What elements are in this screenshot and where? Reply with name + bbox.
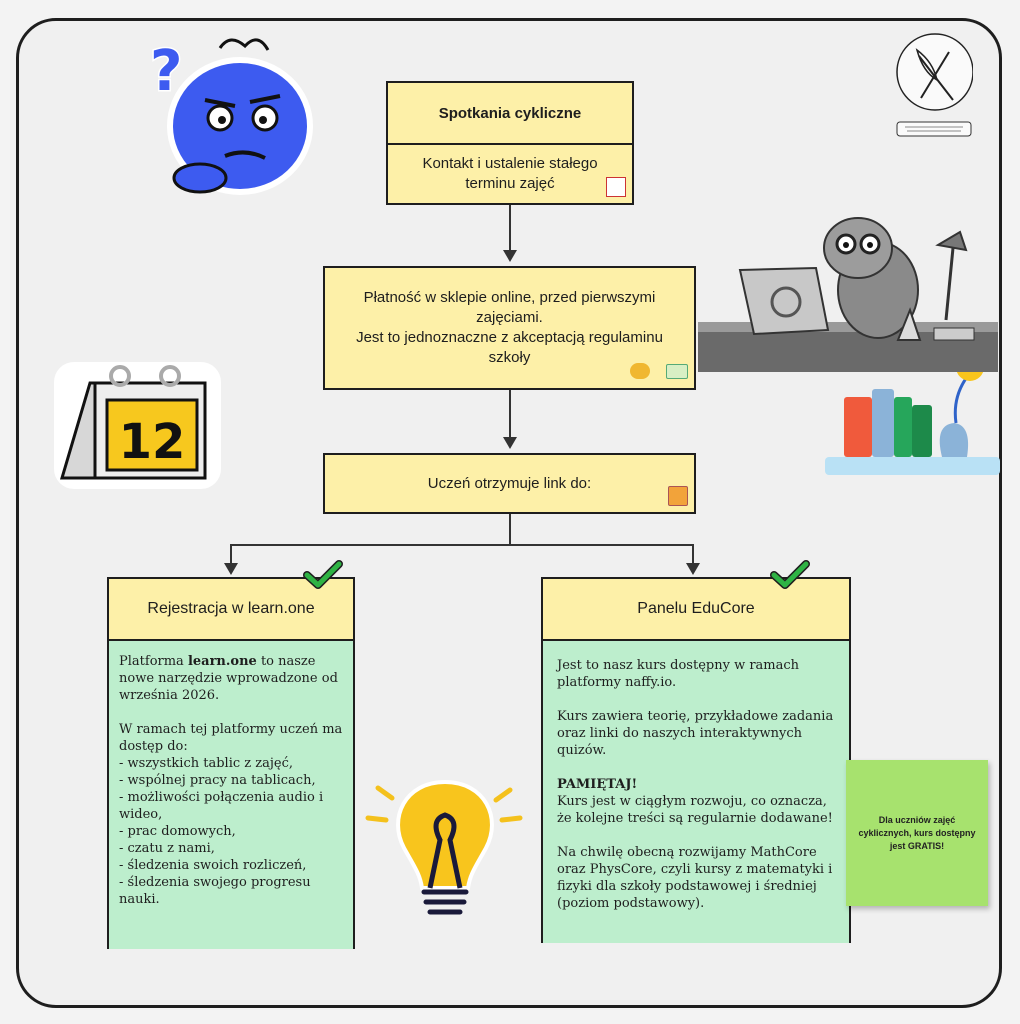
coins-icon [630,363,650,379]
connector-split-down [509,514,511,544]
intro-suffix: to nasze nowe narzędzie wprowadzone od w… [119,654,338,703]
list-item: - możliwości połączenia audio i wideo, [119,790,324,822]
connector-split-horizontal [230,544,694,546]
box-title: Spotkania cykliczne [388,83,632,145]
sticky-note: Dla uczniów zajęć cyklicznych, kurs dost… [846,760,988,906]
connector-1 [509,205,511,251]
connector-right-down [692,544,694,564]
card-body: Platforma learn.one to nasze nowe narzęd… [109,641,353,949]
flow-box-meetings: Spotkania cykliczne Kontakt i ustalenie … [386,81,634,205]
list-item: - śledzenia swoich rozliczeń, [119,858,307,873]
gift-icon [668,486,688,506]
remember-bold: PAMIĘTAJ! [557,777,638,792]
calendar-number: 12 [119,414,186,470]
connector-2 [509,390,511,438]
list-item: - wszystkich tablic z zajęć, [119,756,293,771]
paragraph-4: Na chwilę obecną rozwijamy MathCore oraz… [557,845,833,911]
arrowhead-right [686,563,700,575]
list-item: - wspólnej pracy na tablicach, [119,773,316,788]
remember-label: PAMIĘTAJ! [557,776,835,793]
list-item: - śledzenia swojego progresu nauki. [119,875,311,907]
intro-prefix: Platforma [119,654,188,669]
logo-icon [896,33,973,137]
beaver-illustration [698,210,998,372]
check-icon [770,560,810,589]
arrowhead-2 [503,437,517,449]
thinking-face-icon: ? [149,38,313,195]
calendar-small-icon [606,177,626,197]
check-icon [303,560,343,589]
card-title: Rejestracja w learn.one [109,579,353,641]
flow-box-link: Uczeń otrzymuje link do: [323,453,696,514]
paragraph-2: Kurs zawiera teorię, przykładowe zadania… [557,709,834,758]
connector-left-down [230,544,232,564]
learn-one-card: Rejestracja w learn.one Platforma learn.… [107,577,355,949]
list-intro: W ramach tej platformy uczeń ma dostęp d… [119,722,343,754]
calendar-icon: 12 [54,362,221,489]
intro-paragraph: Platforma learn.one to nasze nowe narzęd… [119,653,343,704]
flow-box-payment: Płatność w sklepie online, przed pierwsz… [323,266,696,390]
books-icon [825,353,1000,475]
box-body: Kontakt i ustalenie stałego terminu zaję… [422,155,598,192]
arrowhead-left [224,563,238,575]
list-item: - prac domowych, [119,824,236,839]
card-title: Panelu EduCore [543,579,849,641]
intro-bold: learn.one [187,654,257,669]
list-item: - czatu z nami, [119,841,215,856]
paragraph-1: Jest to nasz kurs dostępny w ramach plat… [557,658,800,690]
paragraph-3: Kurs jest w ciągłym rozwoju, co oznacza,… [557,794,833,826]
lightbulb-icon [365,779,523,915]
money-icon [666,364,688,379]
educore-card: Panelu EduCore Jest to nasz kurs dostępn… [541,577,851,943]
card-body: Jest to nasz kurs dostępny w ramach plat… [543,641,849,943]
arrowhead-1 [503,250,517,262]
